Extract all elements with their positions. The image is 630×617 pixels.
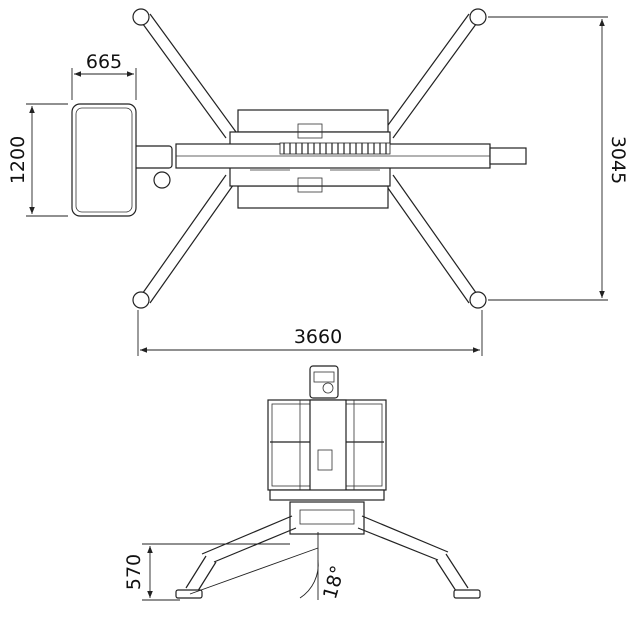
track-upper (237, 109, 389, 133)
dimension-ground-clearance: 570 (123, 543, 290, 601)
span-height-label: 3045 (607, 136, 629, 184)
front-chassis (289, 501, 365, 535)
engine-unit (309, 365, 339, 399)
dimension-platform-length: 1200 (7, 103, 68, 217)
platform-basket (71, 103, 137, 217)
outrigger-leg-top-right (382, 8, 487, 139)
boom (175, 142, 527, 169)
basket-mount (131, 145, 173, 169)
dimension-platform-width: 665 (71, 51, 137, 100)
outrigger-leg-bottom-left (132, 174, 237, 309)
top-view (71, 8, 527, 309)
front-view (175, 365, 481, 599)
leg-angle-label: 18° (319, 563, 349, 601)
front-leg-left (175, 515, 297, 599)
outrigger-leg-top-left (132, 8, 237, 139)
front-leg-right (357, 515, 481, 599)
dimension-span-width: 3660 (137, 310, 483, 356)
dimension-span-height: 3045 (488, 16, 629, 301)
angle-indicator: 18° (189, 532, 349, 602)
platform-length-label: 1200 (7, 136, 29, 184)
basket-front (267, 399, 387, 501)
span-width-label: 3660 (294, 326, 342, 348)
track-lower (237, 185, 389, 209)
platform-width-label: 665 (86, 51, 122, 73)
ground-clearance-label: 570 (123, 554, 145, 590)
outrigger-leg-bottom-right (382, 174, 487, 309)
